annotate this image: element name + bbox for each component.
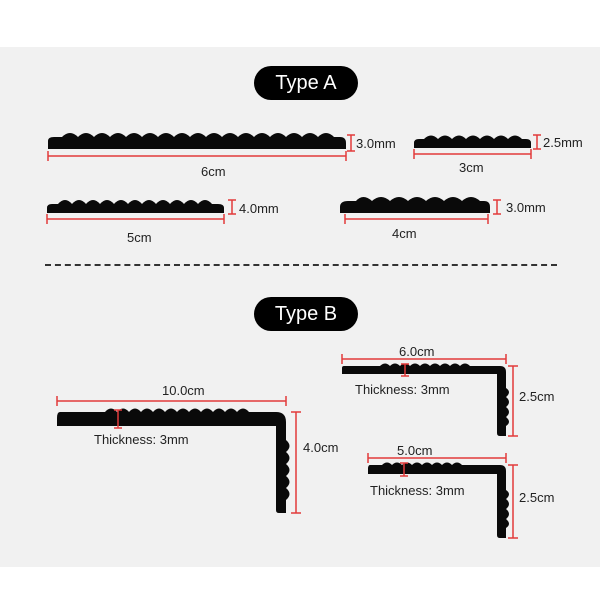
profile-6cm-width-label: 6.0cm: [399, 344, 435, 359]
strip-6cm: [47, 133, 355, 161]
profile-6cm: [341, 354, 518, 437]
profile-5cm-height-label: 2.5cm: [519, 490, 555, 505]
strip-3cm: [413, 134, 541, 159]
strip-4cm-thickness-label: 3.0mm: [506, 200, 546, 215]
strip-4cm: [340, 197, 501, 224]
profile-10cm-width-label: 10.0cm: [162, 383, 205, 398]
profile-5cm-shape: [368, 462, 506, 538]
type-a-title: Type A: [254, 66, 358, 100]
profile-10cm-shape: [57, 408, 286, 513]
strip-4cm-length-label: 4cm: [392, 226, 417, 241]
strip-5cm-thickness-label: 4.0mm: [239, 201, 279, 216]
strip-5cm-shape: [47, 200, 224, 213]
profile-6cm-height-label: 2.5cm: [519, 389, 555, 404]
profile-5cm: [367, 453, 518, 539]
strip-5cm-length-label: 5cm: [127, 230, 152, 245]
profile-10cm-thickness-label: Thickness: 3mm: [94, 432, 189, 447]
profile-5cm-width-label: 5.0cm: [397, 443, 433, 458]
strip-6cm-shape: [48, 133, 346, 149]
profile-10cm-grip-vertical: [286, 440, 290, 500]
profile-5cm-grip-vertical: [506, 490, 509, 528]
strip-4cm-shape: [340, 197, 490, 213]
strip-5cm: [46, 199, 236, 224]
profile-6cm-thickness-label: Thickness: 3mm: [355, 382, 450, 397]
profile-6cm-grip-vertical: [506, 388, 509, 426]
profile-10cm: [56, 396, 301, 514]
strip-3cm-shape: [414, 135, 531, 148]
type-b-title: Type B: [254, 297, 358, 331]
strip-3cm-thickness-label: 2.5mm: [543, 135, 583, 150]
profile-10cm-height-label: 4.0cm: [303, 440, 339, 455]
strip-6cm-thickness-label: 3.0mm: [356, 136, 396, 151]
strip-6cm-length-label: 6cm: [201, 164, 226, 179]
section-divider: [45, 264, 557, 266]
profile-6cm-shape: [342, 363, 506, 436]
profile-5cm-thickness-label: Thickness: 3mm: [370, 483, 465, 498]
strip-3cm-length-label: 3cm: [459, 160, 484, 175]
